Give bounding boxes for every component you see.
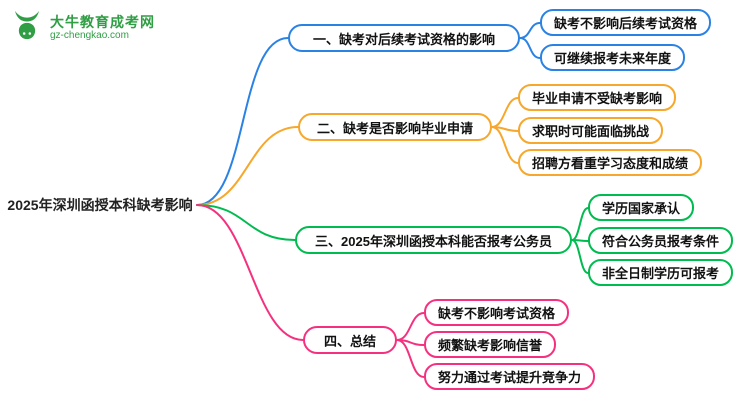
connector-branch2-child3 bbox=[491, 126, 519, 164]
child-node-2-2: 求职时可能面临挑战 bbox=[518, 117, 664, 144]
child-node-4-1: 缺考不影响考试资格 bbox=[424, 299, 570, 326]
logo-domain: gz-chengkao.com bbox=[50, 29, 129, 41]
connector-branch3-child1 bbox=[571, 207, 589, 241]
child-node-3-2: 符合公务员报考条件 bbox=[588, 227, 734, 254]
connector-root-branch4 bbox=[196, 204, 304, 341]
child-node-2-1: 毕业申请不受缺考影响 bbox=[518, 84, 677, 111]
connector-branch3-child3 bbox=[571, 239, 589, 274]
connector-branch2-child1 bbox=[491, 97, 519, 128]
bull-logo-icon bbox=[10, 8, 44, 47]
child-node-3-3: 非全日制学历可报考 bbox=[588, 259, 734, 286]
connector-branch1-child2 bbox=[519, 37, 541, 59]
child-node-1-2: 可继续报考未来年度 bbox=[540, 44, 686, 71]
child-node-2-3: 招聘方看重学习态度和成绩 bbox=[518, 149, 703, 176]
child-node-4-3: 努力通过考试提升竞争力 bbox=[424, 363, 596, 390]
root-topic: 2025年深圳函授本科缺考影响 bbox=[7, 197, 193, 213]
branch-node-4: 四、总结 bbox=[303, 326, 397, 354]
connector-root-branch3 bbox=[196, 204, 296, 241]
site-logo: 大牛教育成考网 gz-chengkao.com bbox=[10, 8, 155, 47]
child-node-1-1: 缺考不影响后续考试资格 bbox=[540, 9, 712, 36]
connector-root-branch1 bbox=[196, 37, 289, 206]
branch-node-3: 三、2025年深圳函授本科能否报考公务员 bbox=[295, 226, 572, 254]
connector-root-branch2 bbox=[196, 126, 299, 206]
connector-branch1-child1 bbox=[519, 22, 541, 39]
connector-branch4-child3 bbox=[396, 339, 425, 378]
logo-title: 大牛教育成考网 bbox=[50, 13, 155, 30]
connector-branch4-child1 bbox=[396, 312, 425, 341]
child-node-4-2: 频繁缺考影响信誉 bbox=[424, 331, 557, 358]
branch-node-1: 一、缺考对后续考试资格的影响 bbox=[288, 24, 520, 52]
branch-node-2: 二、缺考是否影响毕业申请 bbox=[298, 113, 492, 141]
child-node-3-1: 学历国家承认 bbox=[588, 194, 695, 221]
